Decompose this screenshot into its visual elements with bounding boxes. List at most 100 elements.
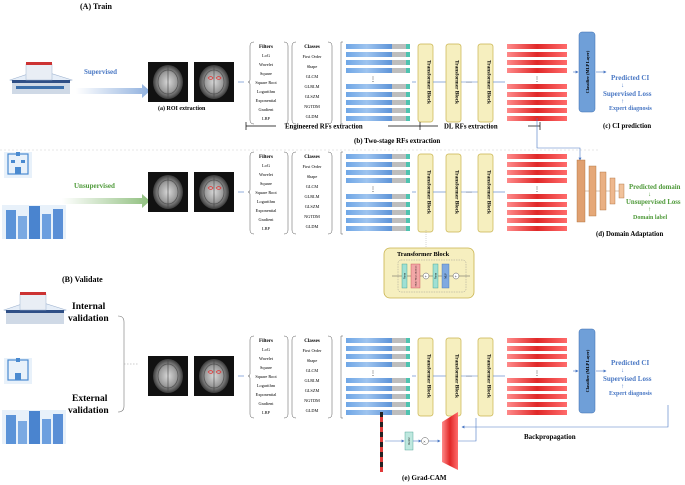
filter-item: LoG <box>262 347 270 352</box>
filter-item: Gradient <box>258 401 274 406</box>
feature-token-cls <box>406 226 410 231</box>
feature-token-pad <box>392 354 406 359</box>
output-token <box>507 68 567 73</box>
predicted-ci: Predicted CI <box>611 74 649 82</box>
feature-vdots: ⋮ <box>370 77 376 83</box>
transformer-block: Transformer Block <box>445 43 462 123</box>
gradcam-strip-cell <box>380 447 383 452</box>
hospital-icon-validate <box>3 292 67 324</box>
dl-rfs-label: DL RFs extraction <box>444 124 498 131</box>
da-link <box>536 118 582 161</box>
feature-token-cls <box>406 178 410 183</box>
output-token <box>507 154 567 159</box>
feature-token <box>346 386 392 391</box>
external-validation-1: External <box>72 394 108 404</box>
output-token <box>507 402 567 407</box>
feature-token-cls <box>406 218 410 223</box>
grad-cam-label: (e) Grad-CAM <box>402 474 447 482</box>
validation-brace <box>117 315 125 413</box>
mri-roi-icon <box>194 172 234 212</box>
transformer-block-label: Transformer Block <box>426 354 432 398</box>
transformer-block-title: Transformer Block <box>397 251 450 258</box>
section-validate: (B) Validate <box>62 275 103 284</box>
filter-item: Square <box>260 181 272 186</box>
gradcam-strip-cell <box>380 467 383 472</box>
svg-text:ReLU: ReLU <box>407 437 411 445</box>
output-token <box>507 346 567 351</box>
class-item: Shape <box>307 174 318 179</box>
feature-token-pad <box>392 92 406 97</box>
transformer-block-label: Transformer Block <box>454 60 460 104</box>
feature-token-pad <box>392 362 406 367</box>
gradcam-strip-cell <box>380 457 383 462</box>
unsupervised-loss: Unsupervised Loss <box>626 199 681 206</box>
svg-text:↓: ↓ <box>621 368 624 374</box>
class-item: GLDM <box>306 114 319 119</box>
mri-slice-icon <box>148 172 188 212</box>
output-token <box>507 202 567 207</box>
feature-token-cls <box>406 116 410 121</box>
feature-token <box>346 202 392 207</box>
svg-text:MLP: MLP <box>445 273 448 279</box>
output-token <box>507 170 567 175</box>
filter-item: LBP <box>262 116 270 121</box>
output-token <box>507 44 567 49</box>
svg-text:↑: ↑ <box>621 384 624 390</box>
mri-slice-icon <box>148 356 188 396</box>
feature-token-pad <box>392 108 406 113</box>
feature-token-cls <box>406 60 410 65</box>
output-token <box>507 394 567 399</box>
feature-token-cls <box>406 394 410 399</box>
output-token <box>507 60 567 65</box>
filter-item: Square <box>260 365 272 370</box>
tb-ellipsis: ··· <box>466 80 472 86</box>
feature-token <box>346 194 392 199</box>
filter-item: Exponential <box>256 208 278 213</box>
city-skyline-icon <box>2 205 66 239</box>
feature-token-pad <box>392 154 406 159</box>
feature-token <box>346 354 392 359</box>
city-hospital-icon-validate <box>4 358 32 384</box>
transformer-block: Transformer Block <box>477 153 494 233</box>
svg-text:↑: ↑ <box>621 99 624 105</box>
filters-header: Filters <box>259 155 273 160</box>
transformer-block-label: Transformer Block <box>486 60 492 104</box>
feature-token <box>346 52 392 57</box>
transformer-block-label: Transformer Block <box>426 60 432 104</box>
supervised-loss-validate: Supervised Loss <box>603 375 652 383</box>
filter-item: LoG <box>262 163 270 168</box>
svg-text:+: + <box>455 274 458 279</box>
domain-adaptation-label: (d) Domain Adaptation <box>596 231 663 238</box>
mri-slice-icon <box>148 62 188 102</box>
feature-vdots: ⋮ <box>370 371 376 377</box>
feature-token-cls <box>406 362 410 367</box>
mri-roi-icon <box>194 356 234 396</box>
transformer-block: Transformer Block <box>417 153 434 233</box>
feature-token-pad <box>392 402 406 407</box>
output-vdots: ⋮ <box>534 371 540 377</box>
classifier-label: Classifier (MLP Layer) <box>585 50 590 93</box>
gradcam-strip-cell <box>380 412 383 417</box>
expert-diagnosis-validate: Expert diagnosis <box>609 391 653 397</box>
output-token <box>507 362 567 367</box>
transformer-block: Transformer Block <box>417 43 434 123</box>
expert-diagnosis: Expert diagnosis <box>609 106 653 112</box>
class-item: GLSZM <box>305 388 320 393</box>
feature-token <box>346 44 392 49</box>
feature-token <box>346 362 392 367</box>
svg-text:Norm: Norm <box>435 273 438 279</box>
output-token <box>507 354 567 359</box>
output-token <box>507 218 567 223</box>
classes-header: Classes <box>304 155 320 160</box>
internal-validation-2: validation <box>68 314 109 324</box>
filter-item: Wavelet <box>259 356 274 361</box>
transformer-block-label: Transformer Block <box>486 170 492 214</box>
tb-add-1 <box>422 272 430 280</box>
class-item: GLRLM <box>304 84 319 89</box>
output-token <box>507 378 567 383</box>
feature-token-pad <box>392 226 406 231</box>
tb-ellipsis: ··· <box>466 374 472 380</box>
supervised-label: Supervised <box>84 68 117 76</box>
feature-token <box>346 218 392 223</box>
